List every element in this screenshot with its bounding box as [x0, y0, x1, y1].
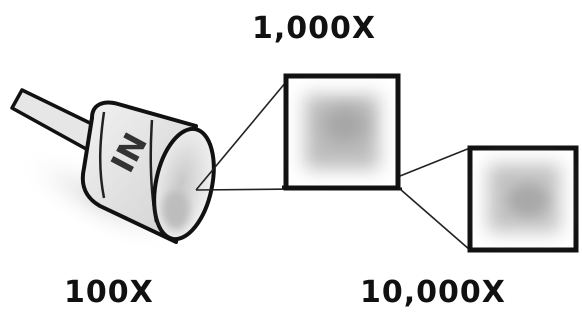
- panel-base-line: [282, 187, 402, 189]
- panel-blur-content: [323, 107, 367, 143]
- magnification-label-low: 100X: [64, 278, 154, 308]
- cable: [12, 90, 92, 150]
- magnification-label-high: 10,000X: [360, 278, 506, 308]
- lens-glare: [162, 190, 190, 230]
- projection-line: [196, 82, 286, 190]
- projection-line: [400, 148, 470, 176]
- panel-blur-content: [508, 184, 548, 216]
- projection-line: [400, 189, 470, 250]
- magnification-label-medium: 1,000X: [252, 14, 376, 44]
